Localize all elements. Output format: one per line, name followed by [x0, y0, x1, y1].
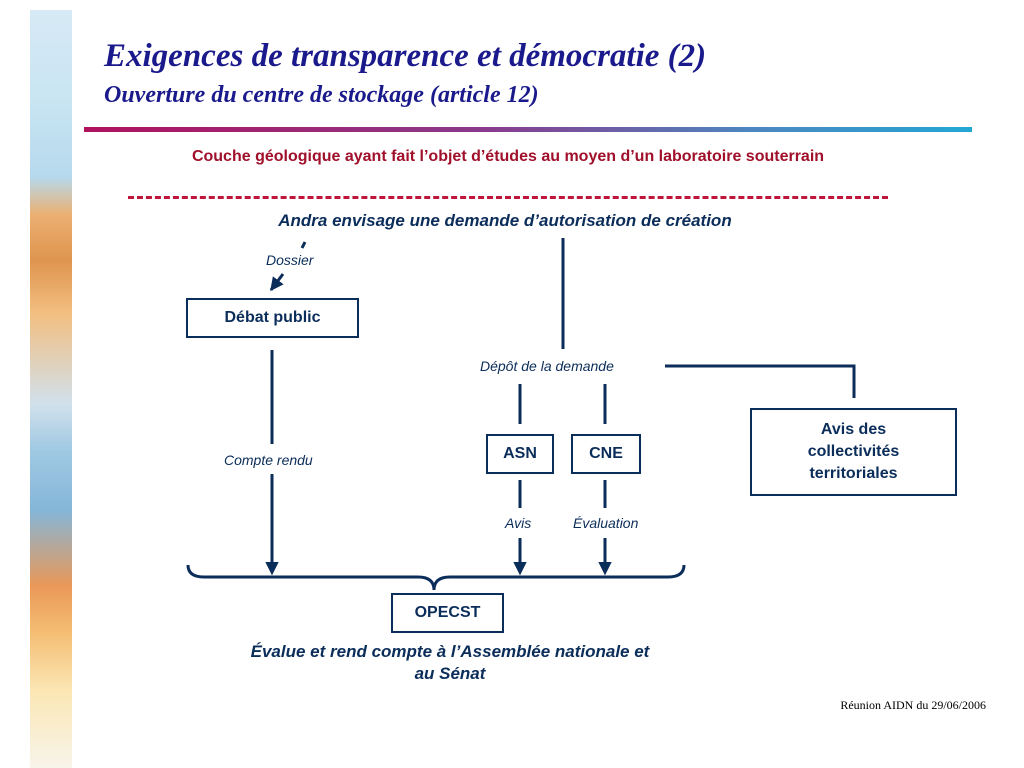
- compte-rendu-label: Compte rendu: [224, 452, 313, 468]
- opecst-box: OPECST: [391, 593, 504, 633]
- asn-label: ASN: [503, 445, 537, 462]
- avis-collectivites-label: Avis des collectivités territoriales: [807, 421, 900, 482]
- dossier-label: Dossier: [266, 252, 314, 268]
- curly-brace: [186, 564, 686, 591]
- decorative-side-strip: [30, 10, 72, 768]
- depot-label: Dépôt de la demande: [480, 358, 614, 374]
- title-divider: [84, 127, 972, 132]
- page-subtitle: Ouverture du centre de stockage (article…: [104, 82, 539, 108]
- dashed-separator: [128, 196, 888, 199]
- evaluation-label: Évaluation: [573, 515, 639, 531]
- footer-date: Réunion AIDN du 29/06/2006: [840, 698, 986, 712]
- avis-label: Avis: [505, 515, 532, 531]
- page-title: Exigences de transparence et démocratie …: [104, 38, 707, 74]
- opecst-label: OPECST: [414, 604, 481, 621]
- avis-collectivites-box: Avis des collectivités territoriales: [750, 408, 957, 496]
- cne-label: CNE: [589, 445, 623, 462]
- asn-box: ASN: [486, 434, 554, 474]
- dossier-arrow: [269, 273, 285, 292]
- debat-public-label: Débat public: [224, 309, 321, 326]
- cne-box: CNE: [571, 434, 641, 474]
- conclusion-text: Évalue et rend compte à l’Assemblée nati…: [250, 642, 650, 683]
- debat-public-box: Débat public: [186, 298, 359, 338]
- andra-request-text: Andra envisage une demande d’autorisatio…: [278, 211, 732, 230]
- dossier-tick: [300, 241, 307, 249]
- geological-layer-text: Couche géologique ayant fait l’objet d’é…: [191, 148, 825, 165]
- depot-to-collectivites-line: [665, 364, 856, 398]
